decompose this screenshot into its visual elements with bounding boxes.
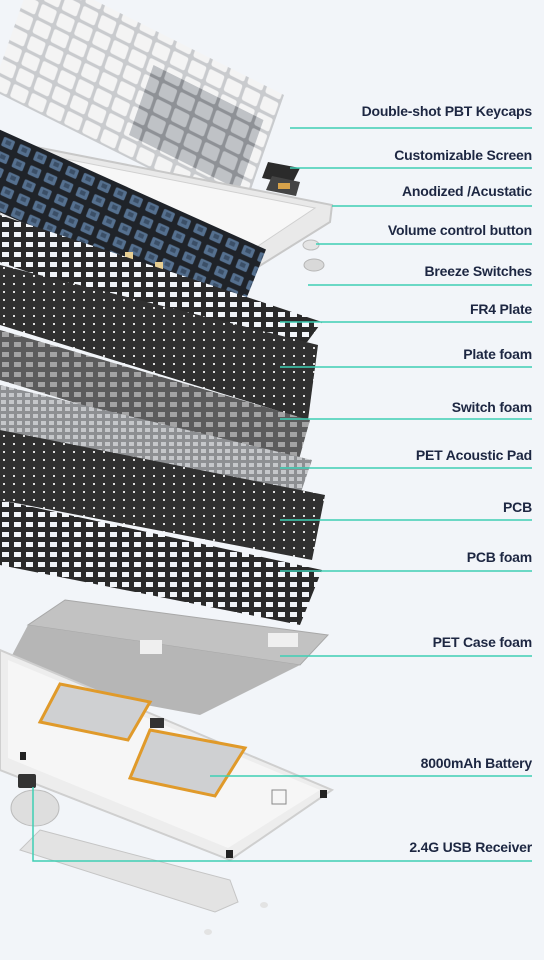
screw-1 bbox=[260, 902, 268, 908]
pet-acoustic-pad bbox=[0, 385, 312, 495]
volume-knob bbox=[302, 239, 325, 272]
label-plate-foam: Plate foam bbox=[463, 346, 532, 362]
label-switch-foam: Switch foam bbox=[451, 399, 532, 415]
leader-lines bbox=[32, 127, 532, 862]
label-anodized: Anodized /Acustatic bbox=[402, 183, 532, 199]
screw-2 bbox=[204, 929, 212, 935]
label-screen: Customizable Screen bbox=[394, 147, 532, 163]
label-pcb: PCB bbox=[503, 499, 532, 515]
label-fr4-plate: FR4 Plate bbox=[470, 301, 532, 317]
switch-foam bbox=[0, 330, 310, 470]
usb-receiver bbox=[18, 774, 36, 788]
label-keycaps: Double-shot PBT Keycaps bbox=[361, 103, 533, 119]
pet-case-foam bbox=[0, 599, 330, 715]
kickstand bbox=[10, 789, 239, 913]
label-battery: 8000mAh Battery bbox=[420, 755, 533, 771]
keycaps-layer bbox=[0, 0, 285, 215]
label-pcb-foam: PCB foam bbox=[466, 549, 532, 565]
battery-pack bbox=[37, 682, 248, 798]
label-volume-button: Volume control button bbox=[387, 222, 532, 238]
screen-module bbox=[262, 162, 300, 196]
pcb-board bbox=[0, 430, 325, 560]
label-usb-receiver: 2.4G USB Receiver bbox=[409, 839, 532, 855]
switches-layer bbox=[0, 128, 266, 320]
plate-foam bbox=[0, 265, 318, 420]
label-pet-acoustic-pad: PET Acoustic Pad bbox=[415, 447, 532, 463]
label-pet-case-foam: PET Case foam bbox=[432, 634, 533, 650]
label-switches: Breeze Switches bbox=[424, 263, 533, 279]
leader-line-receiver bbox=[32, 787, 532, 862]
pcb-foam bbox=[0, 500, 322, 625]
